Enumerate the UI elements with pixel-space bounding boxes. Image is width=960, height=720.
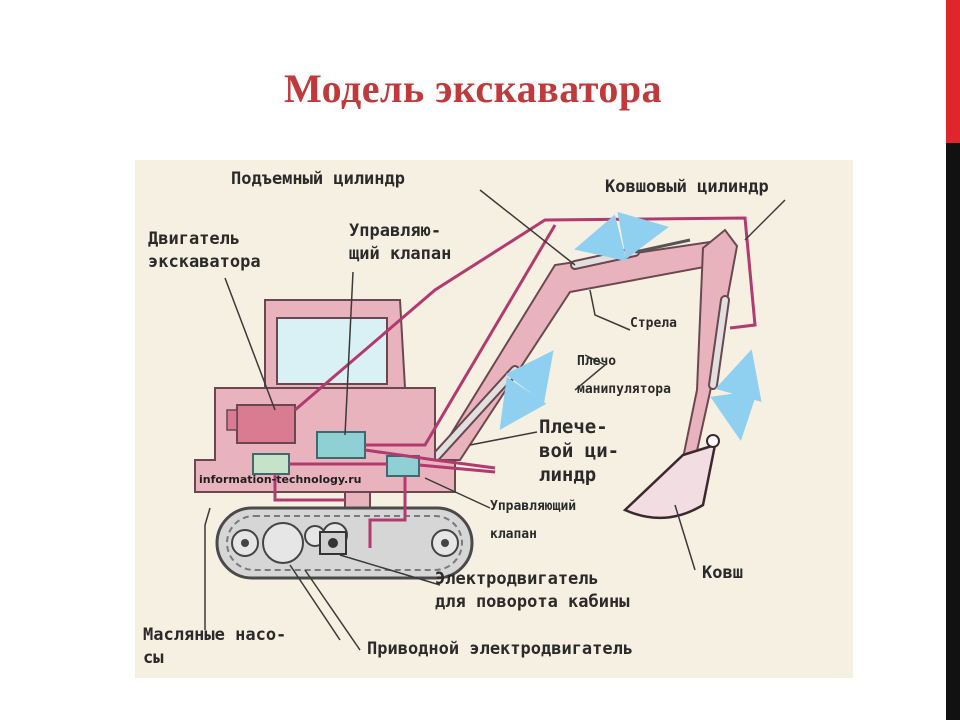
leader-lines bbox=[204, 189, 786, 651]
label-control-valve-bottom: Управляющий клапан bbox=[490, 493, 576, 549]
label-arm-line1: Плечо bbox=[577, 354, 617, 369]
label-arm-cylinder: Плече- вой ци- линдр bbox=[539, 415, 619, 487]
label-control-valve-top: Управляю- щий клапан bbox=[349, 220, 451, 266]
slide-title: Модель экскаватора bbox=[283, 65, 663, 111]
control-valve-bottom-box bbox=[386, 455, 420, 477]
label-bucket: Ковш bbox=[702, 563, 743, 583]
control-valve-top-box bbox=[316, 431, 366, 459]
label-oil-pumps-line2: сы bbox=[143, 648, 164, 668]
label-cab-rotation-motor: Электродвигатель для поворота кабины bbox=[435, 568, 629, 614]
diagram-canvas bbox=[135, 160, 853, 678]
watermark: information-technology.ru bbox=[199, 473, 362, 486]
label-arm-line2: манипулятора bbox=[577, 382, 671, 397]
label-cab-rotation-motor-line2: для поворота кабины bbox=[435, 592, 630, 612]
label-cab-rotation-motor-line1: Электродвигатель bbox=[435, 569, 599, 589]
label-engine-line1: Двигатель bbox=[148, 229, 241, 249]
label-arm-cylinder-line1: Плече- bbox=[539, 416, 608, 438]
label-arm-cylinder-line2: вой ци- bbox=[539, 440, 620, 462]
label-oil-pumps-line1: Масляные насо- bbox=[143, 625, 287, 645]
undercarriage bbox=[215, 491, 474, 580]
label-bucket-cylinder: Ковшовый цилиндр bbox=[605, 177, 769, 197]
cab-window bbox=[276, 317, 388, 385]
label-boom: Стрела bbox=[630, 316, 677, 331]
label-arm-cylinder-line3: линдр bbox=[539, 464, 597, 486]
label-arm: Плечо манипулятора bbox=[577, 348, 671, 404]
oil-pump-box bbox=[252, 453, 290, 475]
bucket bbox=[622, 434, 720, 520]
label-control-valve-bottom-line2: клапан bbox=[490, 527, 537, 542]
manipulator-arm bbox=[681, 228, 739, 462]
arm-cylinder bbox=[708, 295, 730, 390]
excavator-diagram: Подъемный цилиндр Ковшовый цилиндр Двига… bbox=[135, 160, 853, 678]
label-control-valve-top-line2: щий клапан bbox=[349, 244, 452, 264]
label-control-valve-top-line1: Управляю- bbox=[349, 221, 442, 241]
label-lift-cylinder: Подъемный цилиндр bbox=[231, 169, 405, 189]
label-control-valve-bottom-line1: Управляющий bbox=[490, 499, 577, 514]
label-drive-motor: Приводной электродвигатель bbox=[367, 639, 634, 659]
accent-bar-side bbox=[946, 143, 960, 720]
label-engine-line2: экскаватора bbox=[148, 252, 261, 272]
accent-bar-top bbox=[946, 0, 960, 143]
engine-box bbox=[236, 404, 296, 444]
label-oil-pumps: Масляные насо- сы bbox=[143, 624, 286, 670]
engine-box-side bbox=[226, 409, 238, 431]
label-engine: Двигатель экскаватора bbox=[148, 228, 261, 274]
motion-arrows bbox=[499, 211, 762, 441]
